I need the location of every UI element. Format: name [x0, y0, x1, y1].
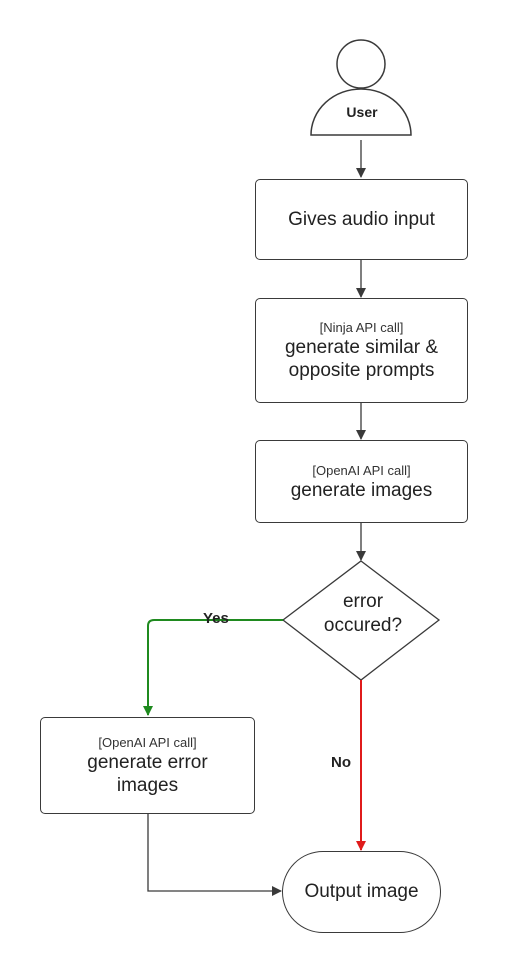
step-generate-images: [OpenAI API call] generate images	[255, 440, 468, 523]
decision-line2: occured?	[323, 615, 403, 636]
audio-input-text: Gives audio input	[288, 209, 435, 230]
error-images-line2: images	[116, 775, 179, 796]
step-generate-prompts: [Ninja API call] generate similar & oppo…	[255, 298, 468, 403]
images-line1: generate images	[290, 479, 433, 501]
yes-branch-label: Yes	[203, 610, 229, 627]
user-actor-icon	[310, 39, 412, 136]
prompts-api-label: [Ninja API call]	[319, 320, 404, 335]
prompts-line1: generate similar &	[284, 337, 439, 358]
error-images-api-label: [OpenAI API call]	[98, 735, 197, 750]
user-label: User	[346, 104, 378, 120]
error-images-line1: generate error	[87, 752, 208, 773]
output-image-terminal: Output image	[282, 851, 441, 933]
decision-text: error occured?	[288, 590, 438, 638]
output-text: Output image	[304, 881, 419, 902]
step-audio-input: Gives audio input	[255, 179, 468, 260]
decision-line1: error	[342, 591, 384, 612]
arrow-yes-branch	[143, 619, 283, 716]
step-generate-error-images: [OpenAI API call] generate error images	[40, 717, 255, 814]
prompts-line2: opposite prompts	[288, 360, 435, 381]
no-branch-label: No	[331, 754, 351, 771]
arrow-error-to-output	[147, 814, 282, 896]
images-api-label: [OpenAI API call]	[312, 462, 411, 478]
